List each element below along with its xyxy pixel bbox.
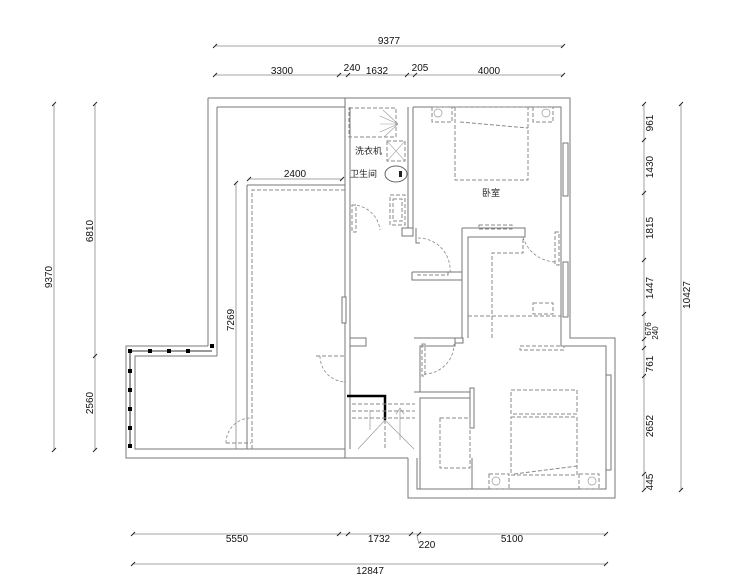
dim-right-seg-3: 1447 — [645, 276, 656, 299]
staircase — [347, 394, 415, 450]
left-dimension-overall: 9370 — [44, 101, 57, 453]
bottom-dimension-overall: 12847 — [130, 561, 609, 577]
dim-inner-width: 2400 — [284, 169, 307, 180]
balcony-railing — [128, 344, 214, 448]
dim-top-seg-0: 3300 — [271, 66, 294, 77]
dim-top-seg-4: 4000 — [478, 66, 501, 77]
bottom-dimension-segments: 5550 1732 220 5100 — [130, 531, 609, 551]
open-void-area: 2400 7269 — [225, 169, 345, 449]
dim-right-seg-5: 240 — [651, 326, 660, 340]
dim-top-seg-1: 240 — [344, 63, 361, 74]
top-dimension-overall: 9377 — [212, 36, 566, 49]
bedroom-bottom — [414, 337, 612, 490]
dim-left-seg-1: 2560 — [85, 391, 96, 414]
dim-bottom-seg-3: 5100 — [501, 534, 524, 545]
corridor-door-left — [316, 337, 367, 383]
dim-left-seg-0: 6810 — [85, 219, 96, 242]
dim-right-seg-6: 761 — [645, 355, 656, 372]
dim-right-overall: 10427 — [682, 281, 693, 309]
room-label-bathroom: 卫生间 — [350, 168, 377, 180]
dim-right-seg-0: 961 — [645, 114, 656, 131]
outer-walls — [125, 97, 616, 499]
dim-bottom-seg-0: 5550 — [226, 534, 249, 545]
dim-top-seg-3: 205 — [412, 63, 429, 74]
dim-right-seg-7: 2652 — [645, 414, 656, 437]
dim-right-seg-8: 445 — [645, 473, 656, 490]
dim-left-overall: 9370 — [44, 265, 55, 288]
dim-bottom-overall: 12847 — [356, 566, 384, 577]
right-dimension-overall: 10427 — [678, 101, 693, 493]
room-label-washing-machine: 洗衣机 — [355, 145, 382, 157]
dim-top-seg-2: 1632 — [366, 66, 389, 77]
dim-bottom-seg-1: 1732 — [368, 534, 391, 545]
dim-top-overall: 9377 — [378, 36, 401, 47]
dim-bottom-seg-2: 220 — [419, 540, 436, 551]
bathroom: 洗衣机 卫生间 — [348, 107, 414, 237]
dim-right-seg-2: 1815 — [645, 216, 656, 239]
right-dimension-segments: 961 1430 1815 1447 676 240 761 2652 445 — [641, 101, 660, 493]
left-dimension-segments: 6810 2560 — [85, 101, 98, 453]
bedroom-top: 卧室 — [411, 106, 569, 338]
corridor-window — [341, 296, 347, 324]
dim-right-seg-1: 1430 — [645, 155, 656, 178]
dim-inner-height: 7269 — [226, 308, 237, 331]
top-dimension-segments: 3300 240 1632 205 4000 — [212, 63, 566, 78]
room-label-bedroom-top: 卧室 — [482, 187, 500, 199]
dim-right-seg-4: 676 — [644, 322, 653, 336]
